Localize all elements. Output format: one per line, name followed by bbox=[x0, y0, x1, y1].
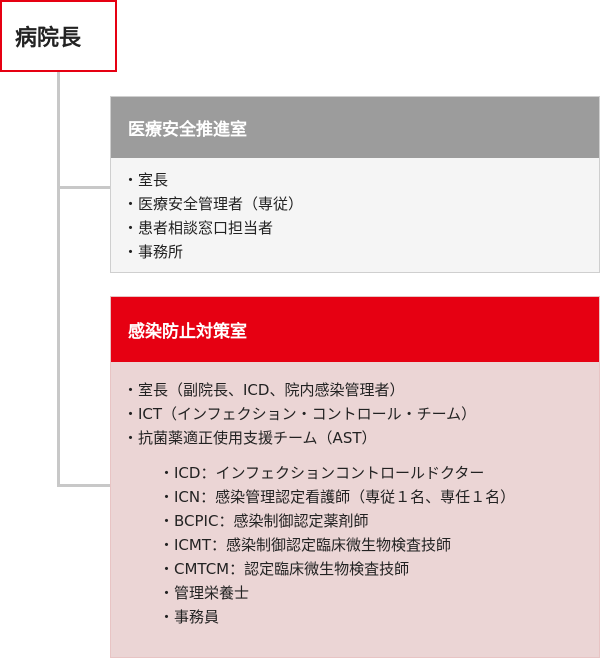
list-item: ・ICN：感染管理認定看護師（専従１名、専任１名） bbox=[159, 488, 516, 506]
infection-office-title: 感染防止対策室 bbox=[111, 297, 599, 362]
connector-vertical bbox=[57, 72, 60, 486]
infection-office-list: ・室長（副院長、ICD、院内感染管理者） ・ICT（インフェクション・コントロー… bbox=[111, 362, 599, 450]
connector-to-safety-office bbox=[57, 186, 111, 189]
list-item: ・ICMT：感染制御認定臨床微生物検査技師 bbox=[159, 536, 452, 554]
ast-member-list: ・ICD：インフェクションコントロールドクター ・ICN：感染管理認定看護師（専… bbox=[111, 450, 599, 629]
list-item: ・ICD：インフェクションコントロールドクター bbox=[159, 464, 485, 482]
connector-to-infection-office bbox=[57, 484, 111, 487]
infection-office-box: 感染防止対策室 ・室長（副院長、ICD、院内感染管理者） ・ICT（インフェクシ… bbox=[110, 296, 600, 658]
safety-office-box: 医療安全推進室 ・室長 ・医療安全管理者（専従） ・患者相談窓口担当者 ・事務所 bbox=[110, 96, 600, 273]
list-item: ・事務所 bbox=[123, 243, 184, 261]
list-item: ・室長 bbox=[123, 171, 169, 189]
director-label: 病院長 bbox=[15, 26, 82, 51]
list-item: ・抗菌薬適正使用支援チーム（AST） bbox=[123, 429, 377, 447]
list-item: ・患者相談窓口担当者 bbox=[123, 219, 274, 237]
safety-office-title: 医療安全推進室 bbox=[111, 97, 599, 158]
list-item: ・室長（副院長、ICD、院内感染管理者） bbox=[123, 381, 405, 399]
list-item: ・事務員 bbox=[159, 608, 220, 626]
list-item: ・BCPIC：感染制御認定薬剤師 bbox=[159, 512, 369, 530]
list-item: ・管理栄養士 bbox=[159, 584, 250, 602]
list-item: ・CMTCM：認定臨床微生物検査技師 bbox=[159, 560, 410, 578]
list-item: ・ICT（インフェクション・コントロール・チーム） bbox=[123, 405, 477, 423]
director-box: 病院長 bbox=[0, 0, 117, 72]
list-item: ・医療安全管理者（専従） bbox=[123, 195, 304, 213]
safety-office-list: ・室長 ・医療安全管理者（専従） ・患者相談窓口担当者 ・事務所 bbox=[111, 158, 599, 264]
